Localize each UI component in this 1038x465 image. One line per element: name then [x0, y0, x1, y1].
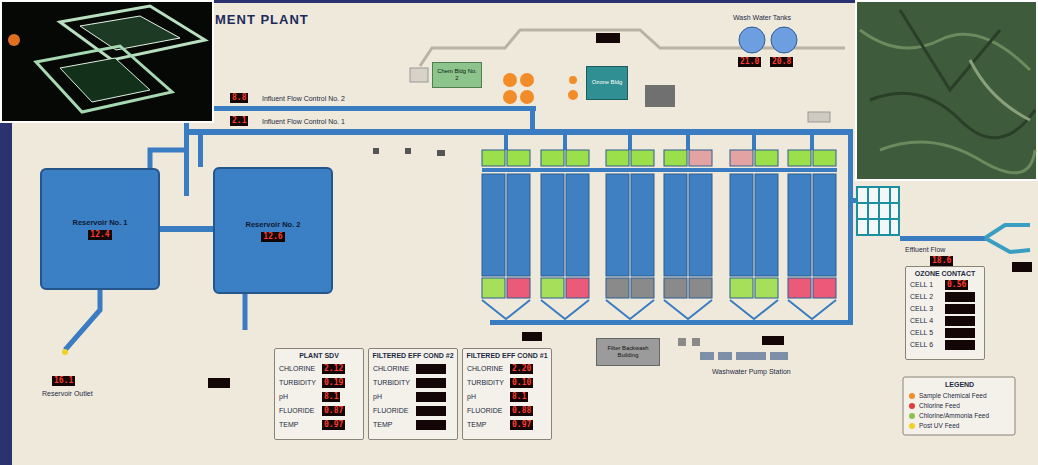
display-readout: 0.88 [510, 406, 533, 416]
text-label: Wash Water Tanks [733, 14, 791, 22]
text-label: CELL 6 [910, 341, 933, 349]
display-readout: 0.56 [945, 280, 968, 290]
display-readout: 18.6 [930, 256, 953, 266]
legend-text: Post UV Feed [919, 422, 959, 430]
text-label: CHLORINE [279, 365, 315, 373]
legend-text: Chlorine Feed [919, 402, 960, 410]
node-label: Chem Bldg No. 2 [433, 68, 481, 83]
display-readout: 8.1 [322, 392, 340, 402]
text-label: TEMP [279, 421, 298, 429]
reservoir-box: Reservoir No. 2 12.6 [213, 167, 333, 294]
legend-swatch [909, 403, 915, 409]
display-readout: 0.97 [510, 420, 533, 430]
text-label: TURBIDITY [373, 379, 410, 387]
text-label: TURBIDITY [279, 379, 316, 387]
node-label: Reservoir No. 1 [68, 218, 131, 227]
text-label: CELL 3 [910, 305, 933, 313]
display-readout: 0.10 [510, 378, 533, 388]
display-readout: 2.1 [230, 116, 248, 126]
display-readout: 2.12 [322, 364, 345, 374]
node-label: OZONE CONTACT [915, 270, 976, 278]
text-label: CHLORINE [373, 365, 409, 373]
legend-swatch [909, 413, 915, 419]
display-readout: 2.20 [510, 364, 533, 374]
text-label: Effluent Flow [905, 246, 945, 254]
text-label: pH [373, 393, 382, 401]
legend-text: Sample Chemical Feed [919, 392, 987, 400]
panel-title: MENT PLANT [215, 12, 309, 27]
text-label: FLUORIDE [279, 407, 314, 415]
text-label: CELL 1 [910, 281, 933, 289]
text-label: TEMP [467, 421, 486, 429]
text-label: CHLORINE [467, 365, 503, 373]
text-label: Washwater Pump Station [712, 368, 791, 376]
display-readout: 21.0 [738, 57, 761, 67]
text-label: FLUORIDE [373, 407, 408, 415]
text-label: Influent Flow Control No. 2 [262, 95, 345, 103]
reservoir-box: Reservoir No. 1 12.4 [40, 168, 160, 290]
display-readout: 20.8 [770, 57, 793, 67]
display-readout: 12.6 [261, 232, 284, 242]
legend-swatch [909, 423, 915, 429]
text-label: Influent Flow Control No. 1 [262, 118, 345, 126]
text-label: TEMP [373, 421, 392, 429]
text-label: LEGEND [945, 381, 974, 389]
building-box: Chem Bldg No. 2 [432, 62, 482, 88]
text-label: pH [279, 393, 288, 401]
building-box: Filter Backwash Building [596, 338, 660, 366]
node-label: Ozone Bldg [590, 79, 625, 87]
node-label: Filter Backwash Building [597, 345, 659, 360]
display-readout: 8.8 [230, 93, 248, 103]
pipe-connector [160, 226, 213, 232]
display-readout: 16.1 [52, 376, 75, 386]
display-readout: 12.4 [88, 230, 111, 240]
node-label: FILTERED EFF COND #1 [466, 352, 547, 360]
text-label: CELL 2 [910, 293, 933, 301]
node-label: Reservoir No. 2 [241, 220, 304, 229]
text-label: TURBIDITY [467, 379, 504, 387]
text-label: FLUORIDE [467, 407, 502, 415]
node-label: FILTERED EFF COND #2 [372, 352, 453, 360]
text-label: Reservoir Outlet [42, 390, 93, 398]
display-readout: 8.1 [510, 392, 528, 402]
node-label: PLANT SDV [299, 352, 339, 360]
text-label: CELL 4 [910, 317, 933, 325]
text-label: pH [467, 393, 476, 401]
display-readout: 0.87 [322, 406, 345, 416]
legend-swatch [909, 393, 915, 399]
text-label: CELL 5 [910, 329, 933, 337]
display-readout: 0.97 [322, 420, 345, 430]
building-box: Ozone Bldg [586, 66, 628, 100]
legend-text: Chlorine/Ammonia Feed [919, 412, 989, 420]
display-readout: 0.19 [322, 378, 345, 388]
